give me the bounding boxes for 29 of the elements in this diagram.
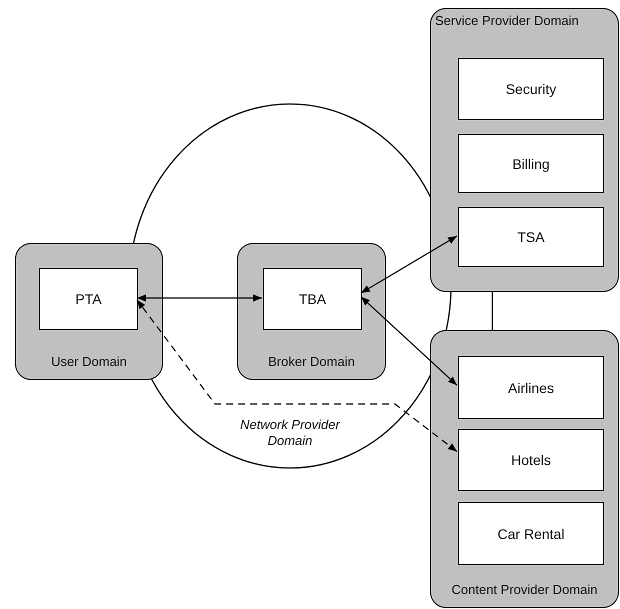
component-box (458, 356, 604, 419)
domain-label: Content Provider Domain (452, 582, 598, 597)
domain-label: Service Provider Domain (435, 13, 579, 28)
connector-arrow (136, 300, 458, 452)
box-label: TBA (298, 291, 326, 307)
component-box (458, 502, 604, 565)
domain-label: Network Provider Domain (239, 416, 342, 449)
domain-label: User Domain (51, 354, 127, 369)
component-box (458, 207, 604, 267)
domain-panel (237, 243, 386, 380)
connector-arrow (360, 235, 458, 294)
component-box (458, 134, 604, 193)
domain-panel (430, 8, 619, 292)
domain-panel (15, 243, 163, 380)
box-label: Security (506, 81, 556, 97)
connector-arrow (360, 296, 458, 386)
box-label: Billing (512, 156, 550, 172)
domain-label: Broker Domain (268, 354, 355, 369)
box-label: TSA (517, 229, 545, 245)
component-box (39, 268, 138, 330)
component-box (458, 429, 604, 491)
box-label: Hotels (511, 452, 551, 468)
box-label: PTA (75, 291, 102, 307)
box-label: Car Rental (498, 526, 564, 542)
connector-arrow (137, 294, 262, 302)
component-box (263, 268, 362, 330)
box-label: Airlines (508, 380, 554, 396)
component-box (458, 58, 604, 120)
domain-panel (430, 330, 619, 608)
